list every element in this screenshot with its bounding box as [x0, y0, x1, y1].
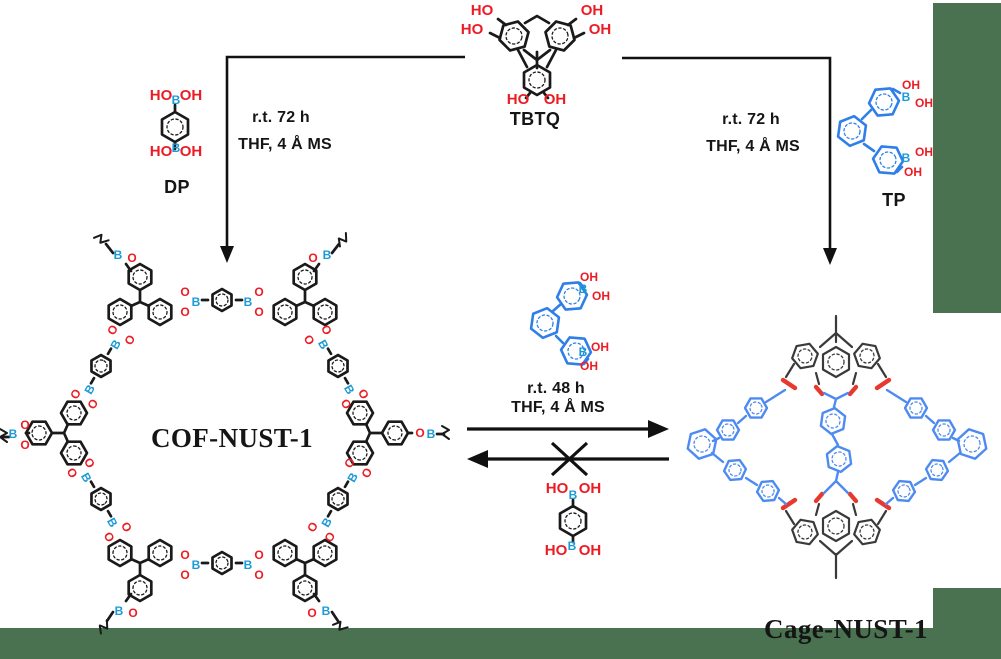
cage-blue-struts	[686, 388, 988, 505]
oxygen-label: O	[20, 438, 29, 452]
dangling-bond-bottom-left: B O	[95, 592, 138, 635]
cage-product-label: Cage-NUST-1	[764, 614, 928, 644]
hydroxyl-label: OH	[580, 270, 598, 284]
middle-conditions-line2: THF, 4 Å MS	[511, 399, 605, 416]
boron-label: B	[579, 345, 588, 359]
boron-label: B	[902, 151, 911, 165]
hydroxyl-label: HO	[461, 21, 484, 38]
boron-label: B	[569, 488, 578, 502]
hydroxyl-label: OH	[915, 145, 933, 159]
cage-structure	[686, 314, 988, 580]
hydroxyl-label: OH	[591, 340, 609, 354]
dangling-bond-top-left: B O	[92, 230, 137, 273]
hydroxyl-label: OH	[580, 359, 598, 373]
boron-label: B	[579, 282, 588, 296]
dp-middle-structure: HO B OH HO B OH	[545, 480, 602, 559]
reverse-arrowhead-icon	[467, 450, 488, 468]
hydroxyl-label: OH	[915, 96, 933, 110]
oxygen-label: O	[307, 606, 316, 620]
boron-label: B	[427, 427, 436, 441]
tp-structure: OH B OH OH B OH	[837, 78, 933, 179]
cof-product-label: COF-NUST-1	[150, 423, 314, 453]
right-arrowhead-icon	[823, 248, 837, 265]
left-conditions-line2: THF, 4 Å MS	[238, 136, 332, 153]
tbtq-label: TBTQ	[509, 109, 561, 129]
hydroxyl-label: OH	[904, 165, 922, 179]
hydroxyl-label: HO	[471, 2, 494, 19]
tp-middle-structure: OH B OH OH B OH	[530, 270, 610, 373]
dp-label: DP	[164, 177, 190, 197]
dangling-bond-bottom-right: O B	[307, 592, 349, 635]
hydroxyl-label: OH	[579, 542, 602, 559]
forward-arrowhead-icon	[648, 420, 669, 438]
oxygen-label: O	[20, 418, 29, 432]
dangling-bond-top-right: O B	[308, 231, 352, 273]
dangling-bond-right: O B	[406, 424, 451, 441]
boron-label: B	[114, 248, 123, 262]
left-conditions-line1: r.t. 72 h	[252, 109, 310, 126]
boron-label: B	[902, 90, 911, 104]
boron-label: B	[9, 427, 18, 441]
hydroxyl-label: OH	[581, 2, 604, 19]
oxygen-label: O	[127, 251, 136, 265]
cage-oxygen-bridges	[780, 377, 892, 511]
left-arrowhead-icon	[220, 246, 234, 263]
cage-tbtq-top	[784, 314, 888, 386]
green-band-bottom	[0, 628, 1001, 659]
tbtq-structure: HO HO OH OH HO OH	[461, 2, 612, 108]
green-panel-top-right	[933, 3, 1001, 313]
tp-label: TP	[882, 190, 906, 210]
hydroxyl-label: HO	[546, 480, 569, 497]
boron-label: B	[323, 248, 332, 262]
boron-label: B	[172, 93, 181, 107]
right-conditions-line1: r.t. 72 h	[722, 111, 780, 128]
cof-structure: B O O B O B O O B	[0, 230, 451, 635]
oxygen-label: O	[128, 606, 137, 620]
hydroxyl-label: OH	[902, 78, 920, 92]
middle-conditions-line1: r.t. 48 h	[527, 380, 585, 397]
oxygen-label: O	[415, 426, 424, 440]
boron-label: B	[172, 141, 181, 155]
cage-tbtq-bottom	[784, 502, 888, 580]
crossed-out-x-icon	[550, 441, 589, 477]
boron-label: B	[115, 604, 124, 618]
hydroxyl-label: OH	[592, 289, 610, 303]
reaction-arrows	[220, 55, 837, 477]
dangling-bond-left: O B O	[0, 418, 31, 452]
hydroxyl-label: OH	[180, 143, 203, 160]
hydroxyl-label: HO	[150, 143, 173, 160]
boron-label: B	[568, 539, 577, 553]
hydroxyl-label: OH	[579, 480, 602, 497]
hydroxyl-label: OH	[180, 87, 203, 104]
hydroxyl-label: OH	[544, 91, 567, 108]
dp-structure: HO B OH HO B OH	[150, 87, 203, 160]
oxygen-label: O	[308, 251, 317, 265]
right-reaction-arrow	[622, 56, 832, 250]
hydroxyl-label: HO	[150, 87, 173, 104]
hydroxyl-label: HO	[507, 91, 530, 108]
left-reaction-arrow	[225, 55, 465, 248]
hydroxyl-label: OH	[589, 21, 612, 38]
hydroxyl-label: HO	[545, 542, 568, 559]
boron-label: B	[322, 604, 331, 618]
right-conditions-line2: THF, 4 Å MS	[706, 138, 800, 155]
